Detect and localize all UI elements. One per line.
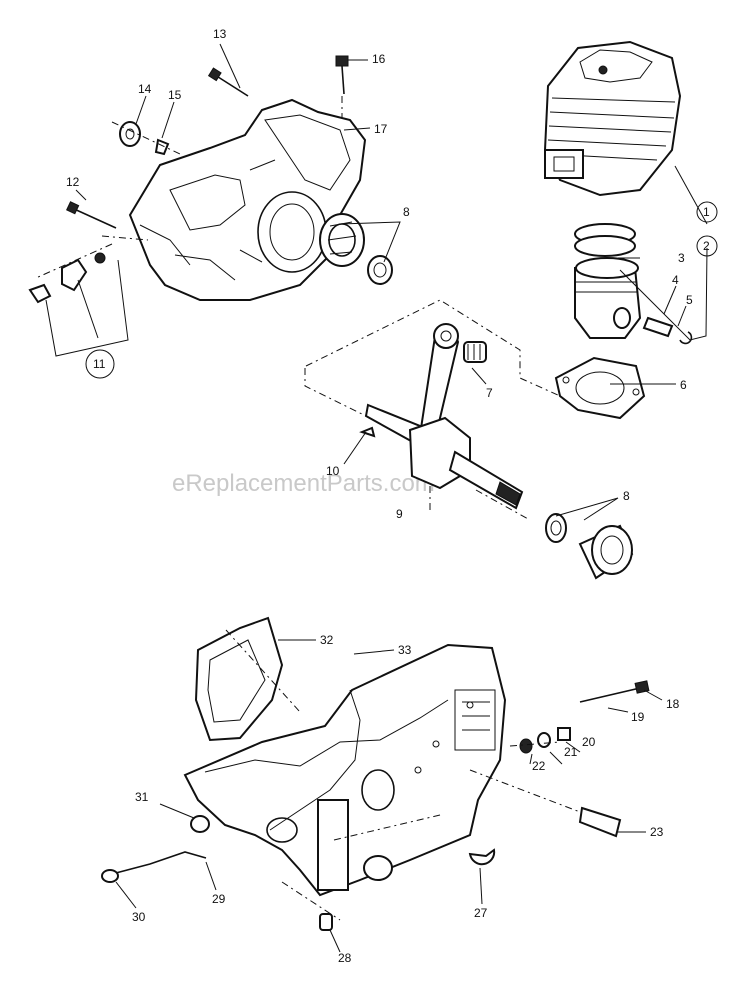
bolt-12	[66, 201, 117, 229]
callout-19: 19	[631, 710, 645, 724]
needle-bearing-7	[463, 341, 487, 363]
screw-16	[335, 55, 349, 95]
main-housing-33	[183, 643, 507, 897]
bracket-27	[468, 848, 496, 866]
callout-22: 22	[532, 759, 546, 773]
cylinder-gasket-6	[554, 356, 646, 420]
callout-17: 17	[374, 122, 388, 136]
callout-13: 13	[213, 27, 227, 41]
nut-22	[519, 738, 533, 754]
callout-7: 7	[486, 386, 493, 400]
switch-assembly-11	[28, 252, 106, 304]
cable-29	[111, 851, 207, 875]
callout-10: 10	[326, 464, 340, 478]
washer-14	[119, 121, 141, 147]
spring-28	[319, 913, 333, 931]
grommet-31	[190, 815, 210, 833]
callout-20: 20	[582, 735, 596, 749]
circlip-5	[679, 331, 693, 345]
key-10	[359, 426, 376, 438]
cover-gasket-32	[194, 616, 284, 742]
callout-27: 27	[474, 906, 488, 920]
leader-lines	[35, 43, 708, 953]
callout-12: 12	[66, 175, 80, 189]
bolt-13	[207, 67, 249, 97]
callout-14: 14	[138, 82, 152, 96]
callout-18: 18	[666, 697, 680, 711]
callout-3: 3	[678, 251, 685, 265]
callout-28: 28	[338, 951, 352, 965]
piston-pin-4	[642, 316, 674, 338]
washer-21	[537, 732, 551, 748]
callout-23: 23	[650, 825, 664, 839]
cylinder	[543, 40, 682, 197]
crankshaft	[364, 323, 524, 510]
callout-21: 21	[564, 745, 578, 759]
callout-6: 6	[680, 378, 687, 392]
callout-30: 30	[132, 910, 146, 924]
callout-4: 4	[672, 273, 679, 287]
callout-8-lower: 8	[623, 489, 630, 503]
crankshaft-bearing-8	[545, 513, 634, 580]
crankcase-bearing	[319, 213, 393, 285]
callout-32: 32	[320, 633, 334, 647]
crankcase-half	[128, 98, 367, 301]
callout-circle-11	[85, 349, 115, 379]
callout-circle-1	[696, 201, 718, 223]
nut-20	[557, 727, 571, 741]
piston-assembly	[574, 223, 642, 339]
callout-2: 2	[703, 239, 710, 253]
callout-9: 9	[396, 507, 403, 521]
callout-5: 5	[686, 293, 693, 307]
callout-8-upper: 8	[403, 205, 410, 219]
callout-33: 33	[398, 643, 412, 657]
callout-circle-2	[696, 235, 718, 257]
washer-14-hole	[125, 128, 135, 140]
callout-15: 15	[168, 88, 182, 102]
callout-1: 1	[703, 205, 710, 219]
callout-31: 31	[135, 790, 149, 804]
callout-11: 11	[93, 357, 106, 371]
watermark: eReplacementParts.com	[172, 470, 435, 497]
callout-29: 29	[212, 892, 226, 906]
sleeve-23	[578, 806, 622, 838]
bar-stud-19	[579, 680, 650, 703]
callout-labels: 1 2 3 4 5 6 7 8 8 9 10 11 12 13 14 15 16…	[66, 27, 718, 965]
callout-16: 16	[372, 52, 386, 66]
clip-15	[154, 138, 170, 156]
knob-30	[101, 869, 119, 883]
